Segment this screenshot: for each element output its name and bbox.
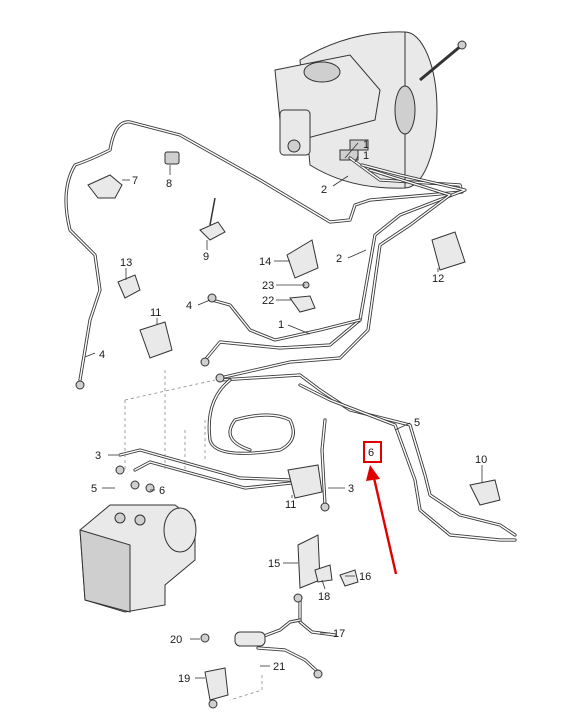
- red-arrow-icon: [366, 465, 398, 575]
- callout-20: 20: [170, 634, 182, 646]
- clips: [75, 151, 501, 709]
- callout-21: 21: [273, 661, 285, 673]
- part-11a: [139, 321, 173, 359]
- callout-19: 19: [178, 673, 190, 685]
- part-18: [314, 564, 333, 583]
- callout-23: 23: [262, 280, 274, 292]
- callout-1b: 1: [363, 150, 369, 162]
- abs-unit: [79, 504, 197, 613]
- callout-12: 12: [432, 273, 444, 285]
- callout-4-left: 4: [99, 349, 105, 361]
- master-cylinder: [274, 54, 381, 161]
- callout-14: 14: [259, 256, 271, 268]
- part-19: [204, 667, 229, 701]
- part-9: [199, 221, 226, 241]
- callout-9: 9: [203, 251, 209, 263]
- callout-8: 8: [166, 178, 172, 190]
- callout-6-left: 6: [159, 485, 165, 497]
- highlighted-callout: 6: [363, 441, 398, 575]
- callout-18: 18: [318, 591, 330, 603]
- part-12: [431, 231, 466, 271]
- callout-13: 13: [120, 257, 132, 269]
- leader-lines: [84, 142, 483, 679]
- part-13: [117, 274, 141, 299]
- callouts: 1 1 2 2 7 8 9 14 12 13 23 22 4 11 1 4 5 …: [91, 139, 487, 685]
- part-16: [339, 569, 359, 587]
- callout-7: 7: [132, 175, 138, 187]
- part-14: [286, 239, 319, 279]
- part-17: [234, 631, 266, 647]
- part-8: [164, 151, 180, 165]
- callout-6-highlighted: 6: [368, 447, 374, 459]
- callout-5-right: 5: [414, 417, 420, 429]
- callout-15: 15: [268, 558, 280, 570]
- highlight-box: [363, 441, 382, 463]
- part-15: [297, 534, 321, 589]
- callout-5-left: 5: [91, 483, 97, 495]
- callout-2-mid: 2: [336, 253, 342, 265]
- callout-3-right: 3: [348, 483, 354, 495]
- part-22: [289, 295, 316, 313]
- guide-lines: [124, 370, 263, 701]
- callout-11-top: 11: [150, 307, 161, 319]
- part-11b: [287, 464, 323, 499]
- part-7: [87, 174, 123, 199]
- callout-10: 10: [475, 454, 487, 466]
- brake-pipes: [64, 120, 517, 674]
- callout-4-top: 4: [186, 300, 192, 312]
- callout-1: 1: [363, 139, 369, 151]
- part-10: [469, 479, 501, 506]
- part-20: [200, 633, 210, 643]
- callout-1-lower: 1: [278, 319, 284, 331]
- callout-16: 16: [359, 571, 371, 583]
- callout-22: 22: [262, 295, 274, 307]
- callout-11-lower: 11: [285, 499, 296, 511]
- callout-17: 17: [333, 628, 345, 640]
- callout-2-top: 2: [321, 184, 327, 196]
- callout-3-left: 3: [95, 450, 101, 462]
